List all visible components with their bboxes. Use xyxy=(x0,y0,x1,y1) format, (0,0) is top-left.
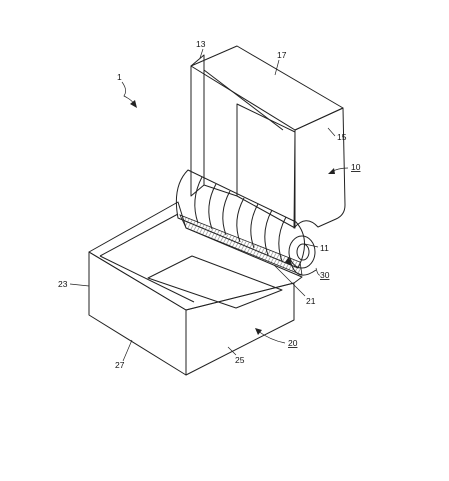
hinge-pin-end xyxy=(288,235,316,269)
label-21: 21 xyxy=(306,296,316,306)
hinge-under-shadow xyxy=(179,214,303,276)
label-1: 1 xyxy=(117,72,122,82)
lower-front-face xyxy=(185,282,295,376)
label-15: 15 xyxy=(337,132,347,142)
hinge-knuckle-barrel xyxy=(175,169,305,269)
label-30: 30 xyxy=(320,270,330,280)
upper-front-face xyxy=(293,107,346,229)
label-11: 11 xyxy=(320,243,329,253)
upper-inner-back-wall xyxy=(236,103,296,229)
label-23: 23 xyxy=(58,279,68,289)
lower-body xyxy=(88,201,303,376)
label-20: 20 xyxy=(288,338,298,348)
upper-body xyxy=(190,45,346,229)
label-13: 13 xyxy=(196,39,206,49)
label-10: 10 xyxy=(351,162,361,172)
label-17: 17 xyxy=(277,50,287,60)
lower-end-face xyxy=(88,251,187,376)
label-25: 25 xyxy=(235,355,245,365)
leader-lines xyxy=(69,48,349,362)
lower-inner-floor xyxy=(147,255,283,309)
reference-labels: 1 13 17 15 10 11 30 21 23 20 25 27 xyxy=(58,39,361,370)
hinge xyxy=(175,169,317,276)
label-27: 27 xyxy=(115,360,125,370)
